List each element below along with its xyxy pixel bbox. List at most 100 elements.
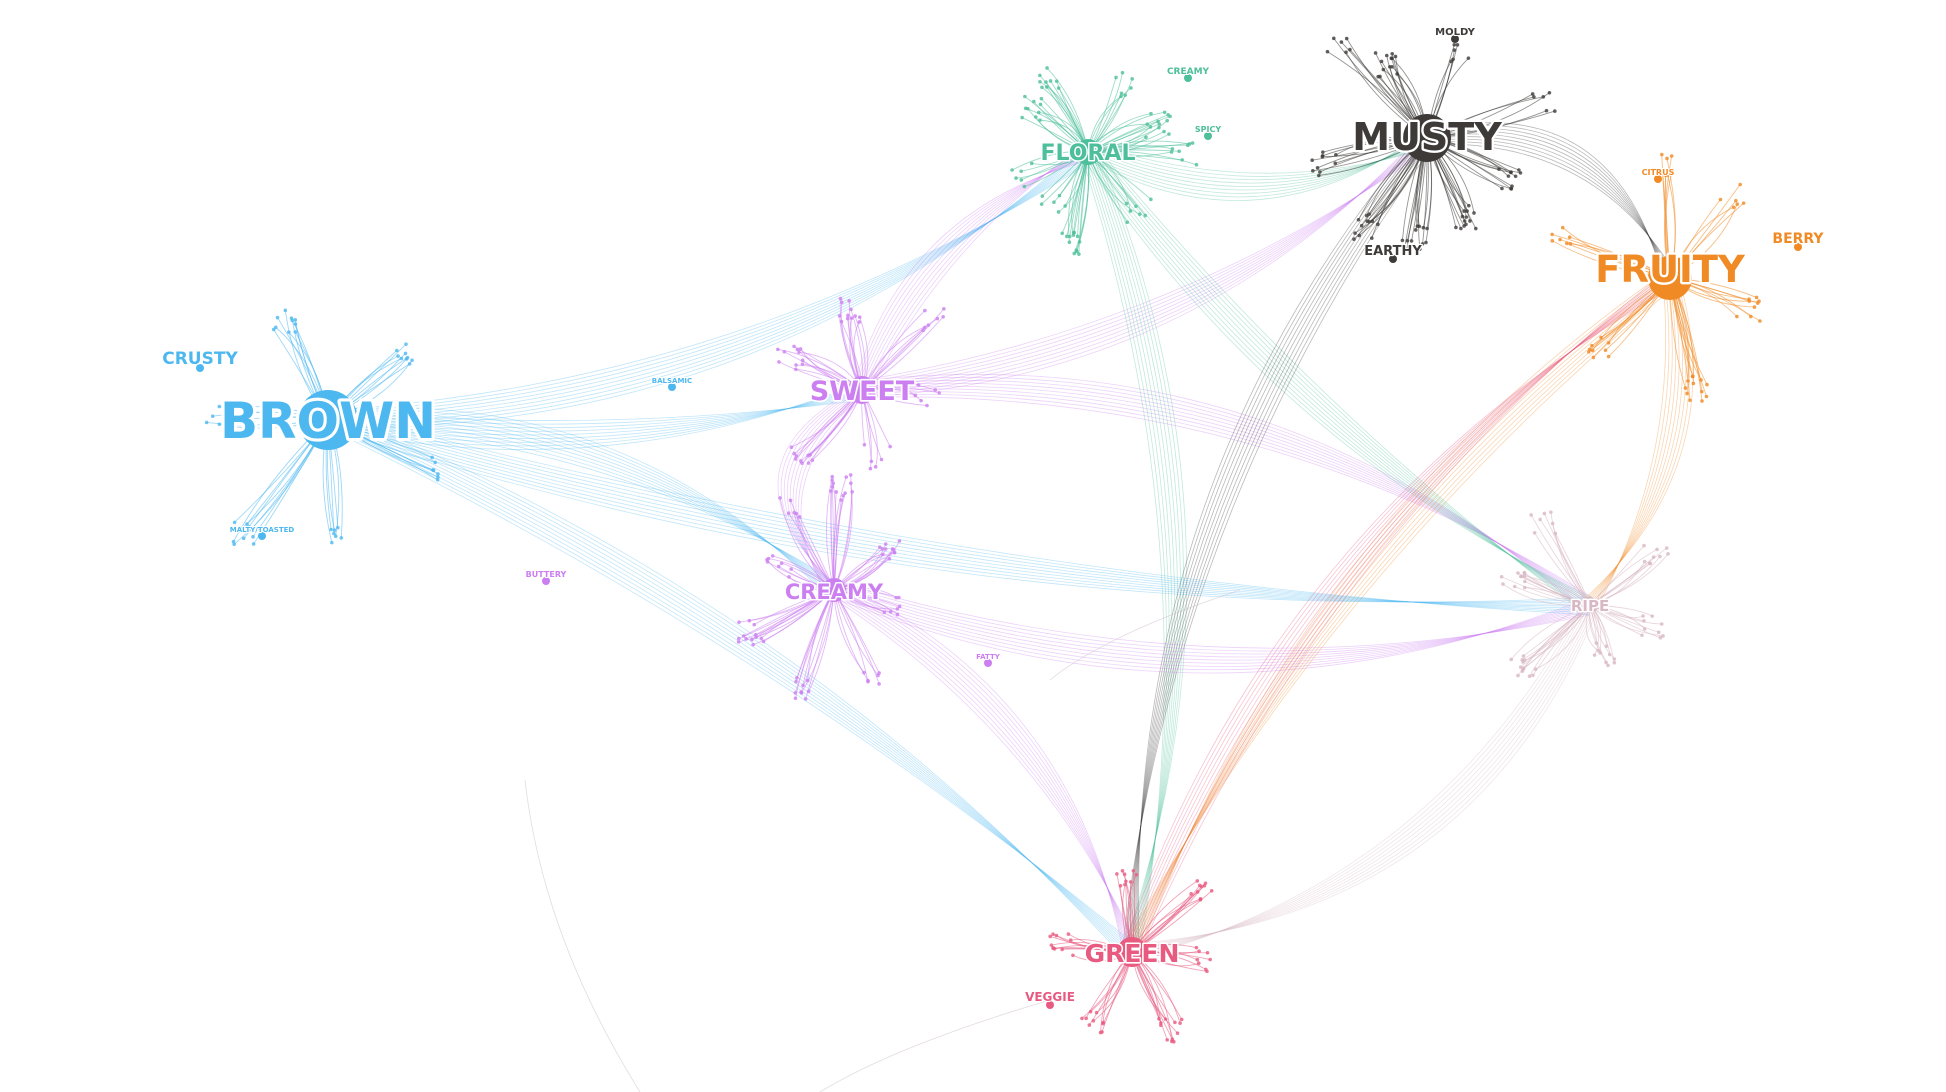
edge-bundle [1123, 272, 1678, 957]
leaf-node [793, 696, 798, 701]
leaf-node [1020, 115, 1024, 120]
leaf-node [1356, 217, 1361, 222]
leaf-node [330, 540, 334, 545]
edge-line [1136, 598, 1586, 959]
edge-line [1134, 136, 1425, 954]
edge-line [1129, 279, 1673, 951]
leaf-node [1731, 205, 1736, 210]
leaf-edge [833, 491, 837, 591]
hub-node-ripe[interactable] [1582, 597, 1598, 613]
edge-line [1582, 279, 1690, 604]
hub-label-creamy: CREAMY [785, 580, 884, 604]
edge-line [860, 152, 1089, 390]
leaf-node [395, 348, 399, 353]
leaf-node [876, 673, 880, 678]
leaf-node [1449, 59, 1453, 64]
leaf-node [849, 316, 854, 320]
edge-line [328, 150, 1088, 422]
leaf-node [1321, 150, 1325, 154]
hub-node-fruity[interactable] [1648, 256, 1692, 300]
leaf-node [1071, 953, 1075, 958]
leaf-node [1315, 166, 1320, 170]
hub-node-green[interactable] [1117, 937, 1147, 967]
leaf-node [1390, 51, 1394, 56]
leaf-node [873, 465, 878, 469]
leaf-node [1655, 547, 1659, 552]
leaf-node [797, 515, 802, 519]
leaf-node [1165, 118, 1169, 123]
leaf-node [289, 316, 294, 320]
leaf-node [1123, 93, 1127, 97]
edge-line [860, 140, 1429, 388]
leaf-node [1606, 354, 1611, 359]
leaf-node [1538, 517, 1542, 522]
edge-bundle [324, 144, 1092, 428]
leaf-node [1185, 143, 1190, 147]
edge-line [330, 410, 832, 598]
leaf-node [1056, 210, 1061, 214]
leaf-node [1162, 110, 1167, 115]
edge-line [327, 420, 835, 590]
leaf-node [1196, 961, 1201, 965]
leaf-node [251, 535, 255, 539]
edge-line [862, 136, 1427, 392]
leaf-node [339, 536, 344, 540]
edge-line [832, 590, 1134, 952]
leaf-node [1521, 654, 1526, 658]
edge-line [1427, 133, 1670, 280]
hub-node-floral[interactable] [1075, 139, 1101, 165]
leaf-node [1513, 174, 1518, 179]
edge-line [861, 138, 1428, 390]
edge-line [834, 588, 1132, 953]
leaf-node [1038, 102, 1043, 107]
leaf-node [1019, 178, 1024, 182]
edge-line [864, 132, 1426, 396]
hub-node-musty[interactable] [1403, 114, 1451, 162]
leaf-node [1120, 869, 1125, 873]
leaf-node [1521, 660, 1525, 664]
leaf-node [1691, 374, 1695, 379]
edge-bundle [325, 407, 837, 600]
leaf-node [1424, 240, 1428, 245]
edge-line [854, 158, 1096, 384]
leaf-node [1378, 74, 1382, 79]
leaf-node [433, 460, 437, 465]
leaf-node [1318, 170, 1322, 174]
leaf-node [1500, 186, 1504, 191]
leaf-edge [1502, 583, 1591, 606]
leaf-node [897, 604, 902, 609]
edge-line [1594, 276, 1670, 607]
hub-node-brown[interactable] [298, 390, 358, 450]
leaf-node [1101, 1021, 1105, 1026]
edge-line [1135, 274, 1666, 956]
leaf-node [847, 299, 851, 303]
edge-line [1580, 280, 1694, 603]
edge-bundle [854, 146, 1096, 396]
leaf-node [1077, 252, 1081, 256]
leaf-node [228, 405, 233, 409]
leaf-node [923, 308, 927, 313]
leaf-node [1048, 79, 1053, 83]
edge-line [1426, 136, 1671, 278]
leaf-node [736, 636, 741, 641]
edge-line [1126, 139, 1433, 951]
leaf-node [1195, 879, 1200, 883]
edge-line [1090, 151, 1179, 953]
sub-label: MOLDY [1435, 27, 1475, 38]
hub-node-creamy[interactable] [822, 578, 846, 602]
labels-layer: CRUSTYMALTY/TOASTEDBALSAMICBROWNBUTTERYS… [161, 26, 1826, 1005]
edge-line [327, 422, 1591, 604]
edge-line [323, 426, 1137, 946]
edge-line [1597, 276, 1667, 608]
edge-line [839, 584, 1127, 957]
leaf-node [1665, 156, 1669, 161]
leaf-node [844, 475, 849, 479]
hub-node-sweet[interactable] [848, 376, 876, 404]
leaf-node [1040, 194, 1045, 198]
edge-line [325, 426, 837, 584]
leaf-node [795, 347, 800, 352]
leaf-node [1157, 122, 1162, 126]
edge-bundle [859, 373, 1593, 615]
edge-bundle [833, 579, 1591, 674]
edge-line [857, 155, 1093, 387]
